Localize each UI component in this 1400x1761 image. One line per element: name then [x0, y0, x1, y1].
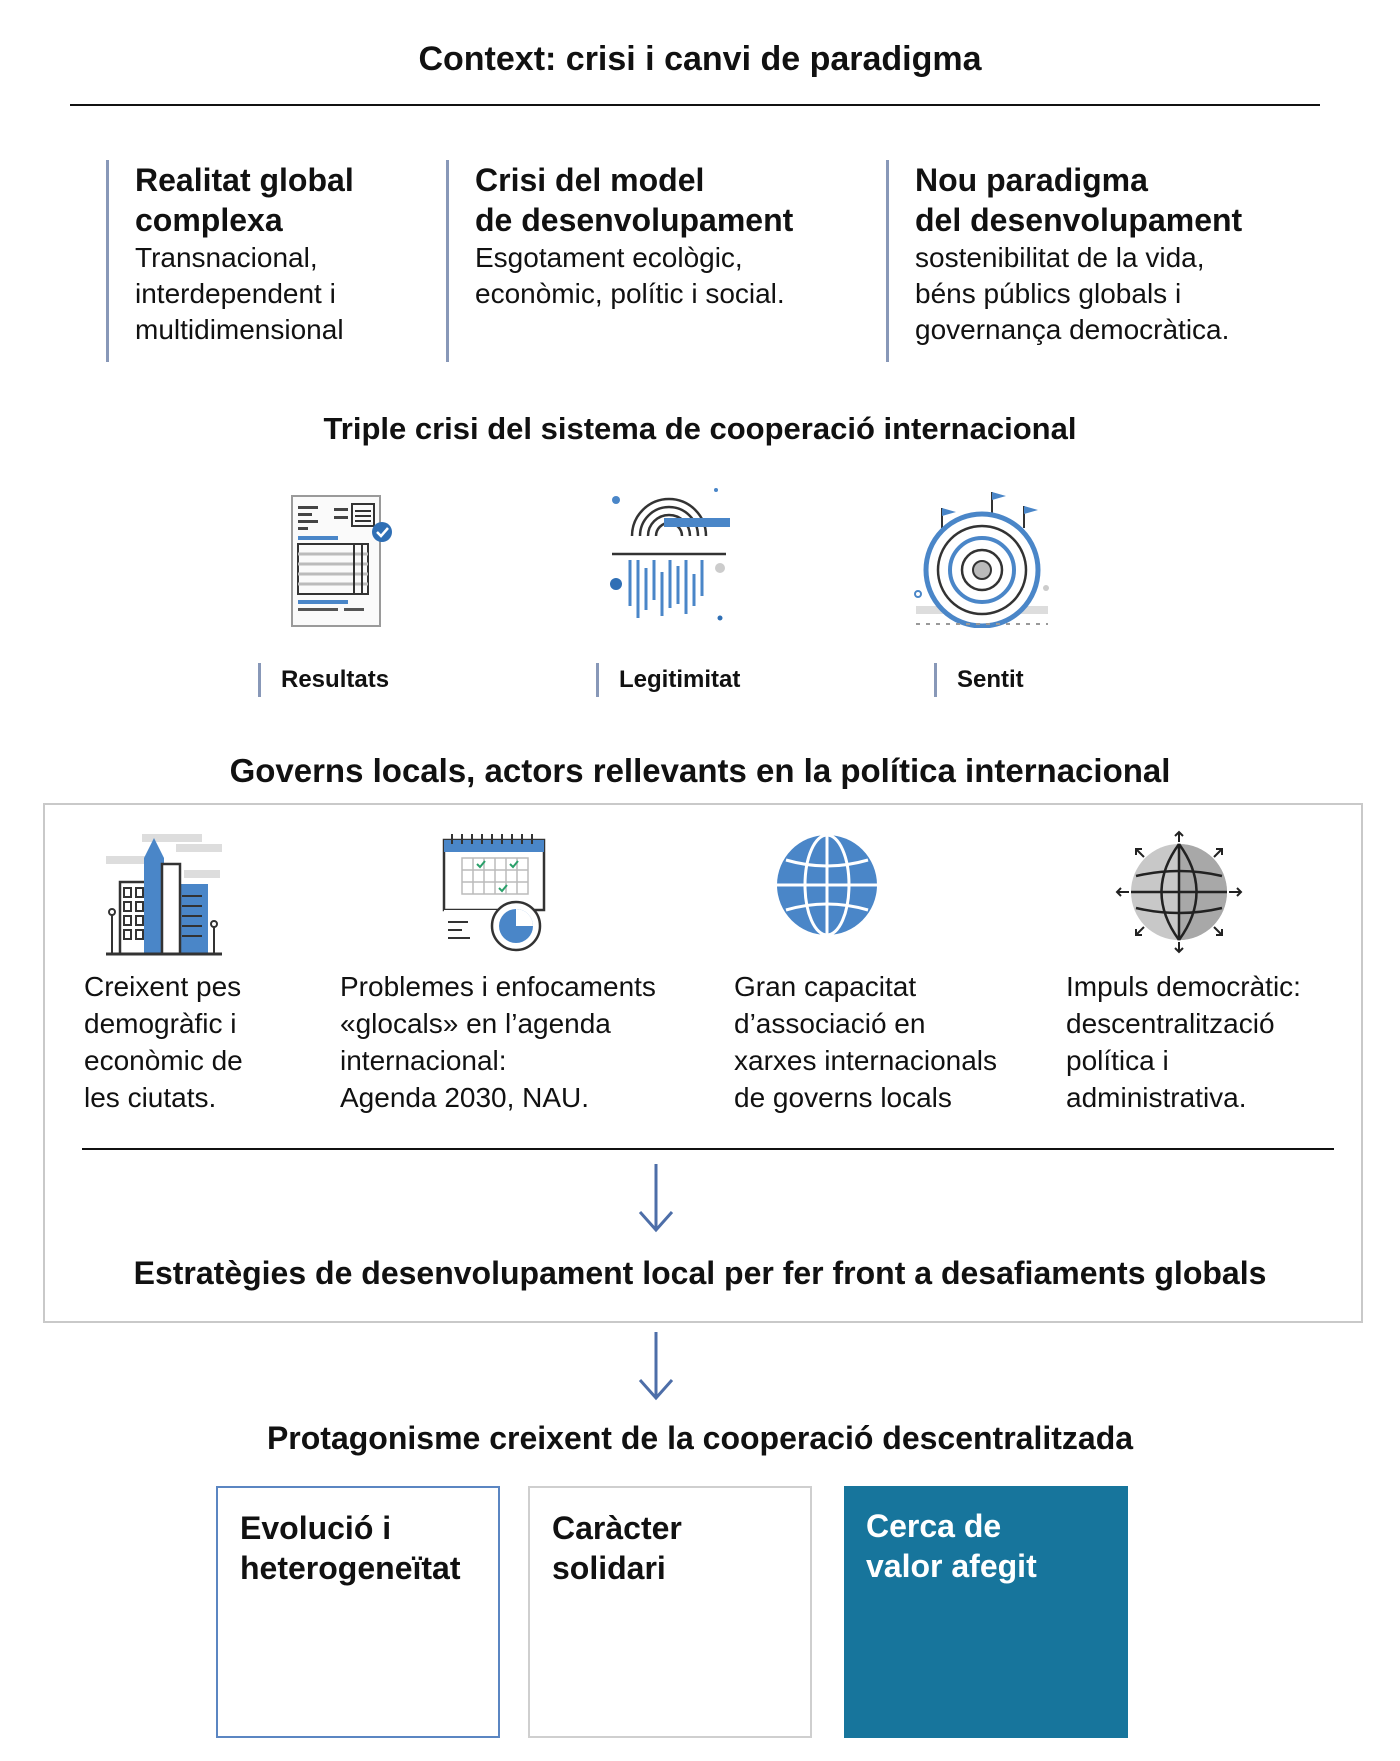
protagonism-box-caracter: Caràcter solidari — [528, 1486, 812, 1738]
calendar-clock-icon — [442, 834, 546, 952]
context-column-3: Nou paradigma del desenvolupament sosten… — [886, 160, 1326, 362]
protagonism-box-valor: Cerca de valor afegit — [844, 1486, 1128, 1738]
protagonism-box-label: Caràcter solidari — [552, 1510, 682, 1586]
city-buildings-icon — [106, 834, 222, 956]
crisis-label-resultats: Resultats — [258, 663, 389, 697]
feature-text-4: Impuls democràtic: descentralització pol… — [1066, 971, 1301, 1113]
arrow-down-icon — [638, 1164, 674, 1233]
context-heading: Crisi del model de desenvolupament — [475, 162, 794, 238]
crisis-label-legitimitat: Legitimitat — [596, 663, 740, 697]
main-title: Context: crisi i canvi de paradigma — [418, 40, 982, 78]
context-heading: Realitat global complexa — [135, 162, 354, 238]
local-governments-box — [43, 803, 1363, 1323]
context-body: Esgotament ecològic, econòmic, polític i… — [475, 242, 785, 309]
context-column-2: Crisi del model de desenvolupament Esgot… — [446, 160, 866, 362]
context-body: Transnacional, interdependent i multidim… — [135, 242, 344, 345]
globe-icon — [777, 833, 877, 937]
protagonism-box-label: Cerca de valor afegit — [866, 1508, 1037, 1584]
globe-arrows-icon — [1115, 830, 1243, 954]
middle-divider — [82, 1148, 1334, 1150]
fingerprint-icon — [610, 488, 730, 621]
feature-text-3: Gran capacitat d’associació en xarxes in… — [734, 971, 998, 1113]
feature-text-2: Problemes i enfocaments «glocals» en l’a… — [340, 971, 656, 1113]
target-flags-icon — [914, 492, 1049, 628]
crisis-label-sentit: Sentit — [934, 663, 1024, 697]
protagonism-box-label: Evolució i heterogeneïtat — [240, 1510, 461, 1586]
top-divider — [70, 104, 1320, 106]
context-body: sostenibilitat de la vida, béns públics … — [915, 242, 1230, 345]
protagonism-title: Protagonisme creixent de la cooperació d… — [266, 1420, 1134, 1456]
local-governments-title: Governs locals, actors rellevants en la … — [229, 752, 1171, 789]
arrow-down-icon — [638, 1332, 674, 1401]
strategy-statement: Estratègies de desenvolupament local per… — [133, 1255, 1267, 1291]
protagonism-box-evolucio: Evolució i heterogeneïtat — [216, 1486, 500, 1738]
context-heading: Nou paradigma del desenvolupament — [915, 162, 1243, 238]
triple-crisis-title: Triple crisi del sistema de cooperació i… — [323, 411, 1077, 446]
context-column-1: Realitat global complexa Transnacional, … — [106, 160, 426, 362]
document-check-icon — [291, 495, 392, 627]
feature-text-1: Creixent pes demogràfic i econòmic de le… — [84, 971, 243, 1113]
